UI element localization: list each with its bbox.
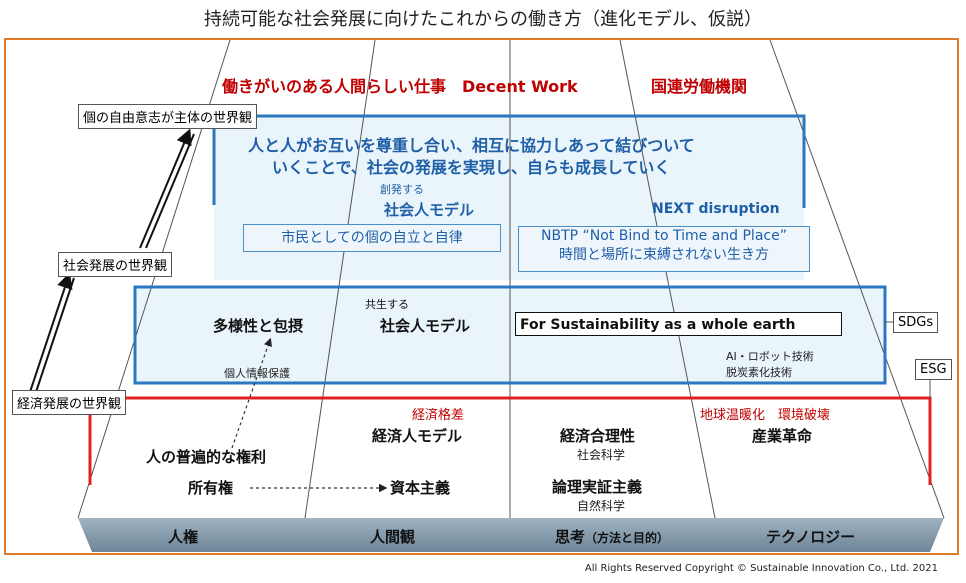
ownership-label: 所有権 xyxy=(188,479,234,497)
ilo-heading: 国連労働機関 xyxy=(651,77,748,96)
middle-band-border xyxy=(133,285,887,385)
econ-gap-label: 経済格差 xyxy=(412,408,465,423)
base-human-view: 人間観 xyxy=(370,528,416,546)
next-disruption-label: NEXT disruption xyxy=(652,201,780,217)
base-thinking: 思考（方法と目的） xyxy=(555,526,669,547)
nbtp-line1: NBTP “Not Bind to Time and Place” xyxy=(541,228,787,244)
universal-rights-label: 人の普遍的な権利 xyxy=(146,448,267,466)
sdgs-label: SDGs xyxy=(893,312,939,333)
positivism-label: 論理実証主義 xyxy=(552,478,643,496)
coexist-label: 共生する xyxy=(365,298,409,311)
nbtp-line2: 時間と場所に束縛されない生き方 xyxy=(559,247,769,263)
tech-line2: 脱炭素化技術 xyxy=(726,366,792,379)
capitalism-label: 資本主義 xyxy=(390,479,451,497)
sustainability-box: For Sustainability as a whole earth xyxy=(515,312,842,336)
base-human-rights: 人権 xyxy=(168,528,199,546)
diagram-frame xyxy=(4,38,959,555)
base-technology: テクノロジー xyxy=(766,528,856,546)
citizen-autonomy-box: 市民としての個の自立と自律 xyxy=(243,224,501,252)
base-slab xyxy=(78,518,944,552)
base-thinking-sub: （方法と目的） xyxy=(585,531,670,545)
tech-line1: AI・ロボット技術 xyxy=(726,350,814,363)
industrial-revolution-label: 産業革命 xyxy=(752,427,813,445)
upper-band-border xyxy=(212,114,806,208)
diversity-label: 多様性と包摂 xyxy=(213,317,304,335)
decent-work-heading: 働きがいのある人間らしい仕事 Decent Work xyxy=(222,77,578,96)
red-band-border xyxy=(88,396,932,485)
page-title: 持続可能な社会発展に向けたこれからの働き方（進化モデル、仮説） xyxy=(204,9,762,30)
natural-science-label: 自然科学 xyxy=(577,499,626,513)
social-worldview-label: 社会発展の世界観 xyxy=(58,252,173,277)
econ-model-label: 経済人モデル xyxy=(372,427,463,445)
base-thinking-main: 思考 xyxy=(555,528,586,546)
individual-worldview-label: 個の自由意志が主体の世界観 xyxy=(78,104,258,129)
copyright-footer: All Rights Reserved Copyright © Sustaina… xyxy=(584,563,938,574)
warming-label: 地球温暖化 環境破壊 xyxy=(700,408,831,423)
econ-rationality-label: 経済合理性 xyxy=(560,427,636,445)
create-label: 創発する xyxy=(380,183,424,196)
upper-band-line2: いくことで、社会の発展を実現し、自らも成長していく xyxy=(272,158,671,177)
upper-band-line1: 人と人がお互いを尊重し合い、相互に協力しあって結びついて xyxy=(248,136,695,155)
esg-label: ESG xyxy=(915,359,952,380)
upper-model-label: 社会人モデル xyxy=(384,201,475,219)
economic-worldview-label: 経済発展の世界観 xyxy=(12,390,127,415)
nbtp-box: NBTP “Not Bind to Time and Place” 時間と場所に… xyxy=(518,226,810,272)
middle-model-label: 社会人モデル xyxy=(380,317,471,335)
privacy-label: 個人情報保護 xyxy=(224,367,290,380)
social-science-label: 社会科学 xyxy=(577,448,626,462)
